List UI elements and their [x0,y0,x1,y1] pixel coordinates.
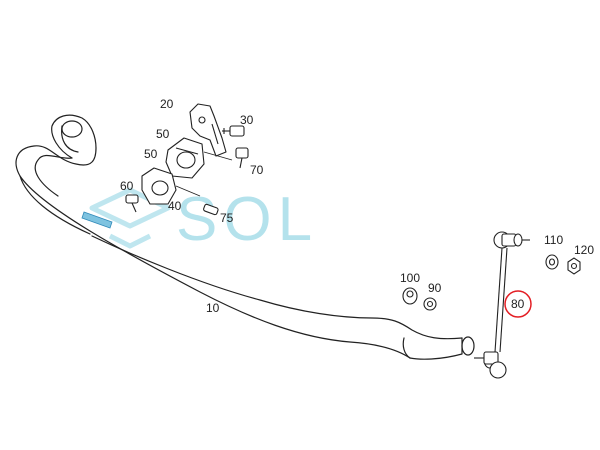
bolt-30 [222,125,245,137]
stabilizer-link [474,231,530,379]
label-part-10: 10 [206,301,220,315]
bar-marking [81,211,113,229]
part-labels: 20 30 50 50 70 60 40 75 10 100 90 110 12… [120,97,594,315]
label-part-90: 90 [428,281,442,295]
stabilizer-bar [15,114,475,360]
nut-90 [423,297,437,311]
washer-100 [402,287,418,305]
label-part-20: 20 [160,97,174,111]
label-part-50-lower: 50 [144,147,158,161]
bolt-60 [125,194,139,213]
label-part-50-upper: 50 [156,127,170,141]
label-part-70: 70 [250,163,264,177]
pin-75 [203,203,219,216]
bolt-70 [235,147,249,169]
watermark: SOL [89,185,318,254]
label-part-30: 30 [240,113,254,127]
mount-leader-lines [175,151,233,197]
nut-120 [567,257,581,275]
rubber-mount-upper [165,137,205,179]
label-part-60: 60 [120,179,134,193]
highlight-circle [504,290,532,318]
label-part-120: 120 [574,243,594,257]
label-part-110: 110 [544,233,563,247]
label-part-40: 40 [168,199,182,213]
sol-cube-logo-icon [89,187,171,249]
watermark-text: SOL [176,185,318,254]
label-part-100: 100 [400,271,420,285]
rubber-mount-lower [141,167,177,205]
label-part-75: 75 [220,211,234,225]
washer-110 [545,254,559,270]
clamp-bracket [189,103,227,157]
label-part-80: 80 [511,297,525,311]
